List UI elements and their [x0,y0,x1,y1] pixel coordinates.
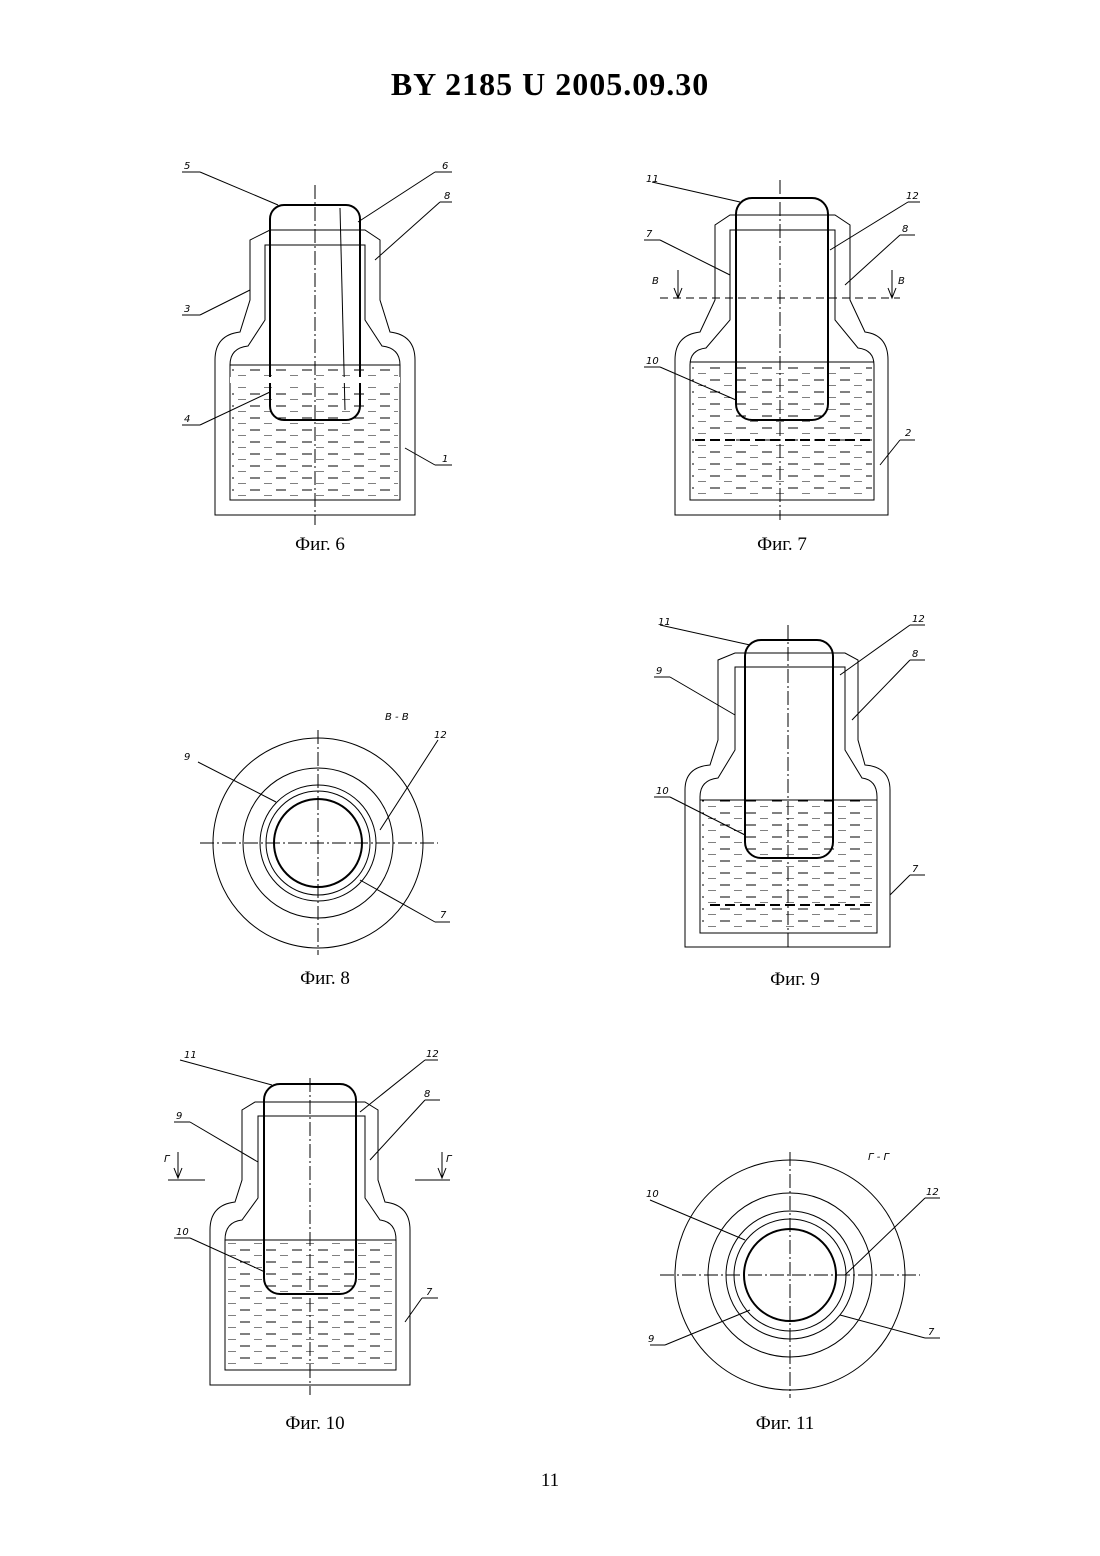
figure-10: 11 12 9 8 10 7 Г Г Фиг. 10 [160,1040,470,1440]
callout-7: 7 [646,229,653,240]
figure-caption: Фиг. 8 [225,968,425,990]
figure-11-drawing: Г - Г 10 12 9 7 [640,1140,950,1400]
callout-3: 3 [184,304,190,315]
callout-12: 12 [906,191,919,202]
callout-5: 5 [184,161,190,172]
figure-9-drawing: 11 12 9 8 10 7 [640,615,950,955]
callout-6: 6 [442,161,448,172]
figure-6-drawing: 5 6 8 3 4 1 [170,160,470,530]
section-mark-left: Г [164,1154,171,1165]
figure-7: 11 12 7 8 10 2 В В Фиг. 7 [630,170,940,570]
callout-1: 1 [442,454,448,465]
figure-6: 5 6 8 3 4 1 Фиг. 6 [170,160,470,560]
callout-7: 7 [912,864,919,875]
figure-caption: Фиг. 7 [682,534,882,556]
figure-caption: Фиг. 10 [215,1413,415,1435]
figure-8-drawing: В - В 9 12 7 [180,700,480,960]
callout-8: 8 [444,191,450,202]
callout-10: 10 [646,1189,659,1200]
section-title: В - В [385,712,409,723]
figure-7-drawing: 11 12 7 8 10 2 В В [630,170,940,530]
section-mark-right: Г [446,1154,453,1165]
callout-8: 8 [912,649,918,660]
figure-11: Г - Г 10 12 9 7 Фиг. 11 [640,1140,950,1440]
callout-9: 9 [176,1111,182,1122]
callout-7: 7 [928,1327,935,1338]
callout-9: 9 [656,666,662,677]
callout-11: 11 [658,617,671,628]
callout-7: 7 [440,910,447,921]
section-mark-left: В [652,276,659,287]
figure-10-drawing: 11 12 9 8 10 7 Г Г [160,1040,470,1400]
callout-12: 12 [434,730,447,741]
section-title: Г - Г [868,1152,891,1163]
callout-10: 10 [176,1227,189,1238]
callout-4: 4 [184,414,190,425]
callout-11: 11 [184,1050,197,1061]
figure-9: 11 12 9 8 10 7 Фиг. 9 [640,615,950,1005]
callout-8: 8 [424,1089,430,1100]
figure-8: В - В 9 12 7 Фиг. 8 [180,700,480,1000]
callout-10: 10 [656,786,669,797]
callout-8: 8 [902,224,908,235]
page-number: 11 [0,1470,1100,1492]
figure-caption: Фиг. 6 [220,534,420,556]
section-mark-right: В [898,276,905,287]
callout-9: 9 [648,1334,654,1345]
callout-10: 10 [646,356,659,367]
callout-12: 12 [426,1049,439,1060]
figure-caption: Фиг. 9 [695,969,895,991]
callout-2: 2 [905,428,911,439]
page-header: BY 2185 U 2005.09.30 [0,66,1100,103]
callout-9: 9 [184,752,190,763]
callout-12: 12 [926,1187,939,1198]
callout-11: 11 [646,174,659,185]
callout-12: 12 [912,614,925,625]
callout-7: 7 [426,1287,433,1298]
figure-caption: Фиг. 11 [685,1413,885,1435]
